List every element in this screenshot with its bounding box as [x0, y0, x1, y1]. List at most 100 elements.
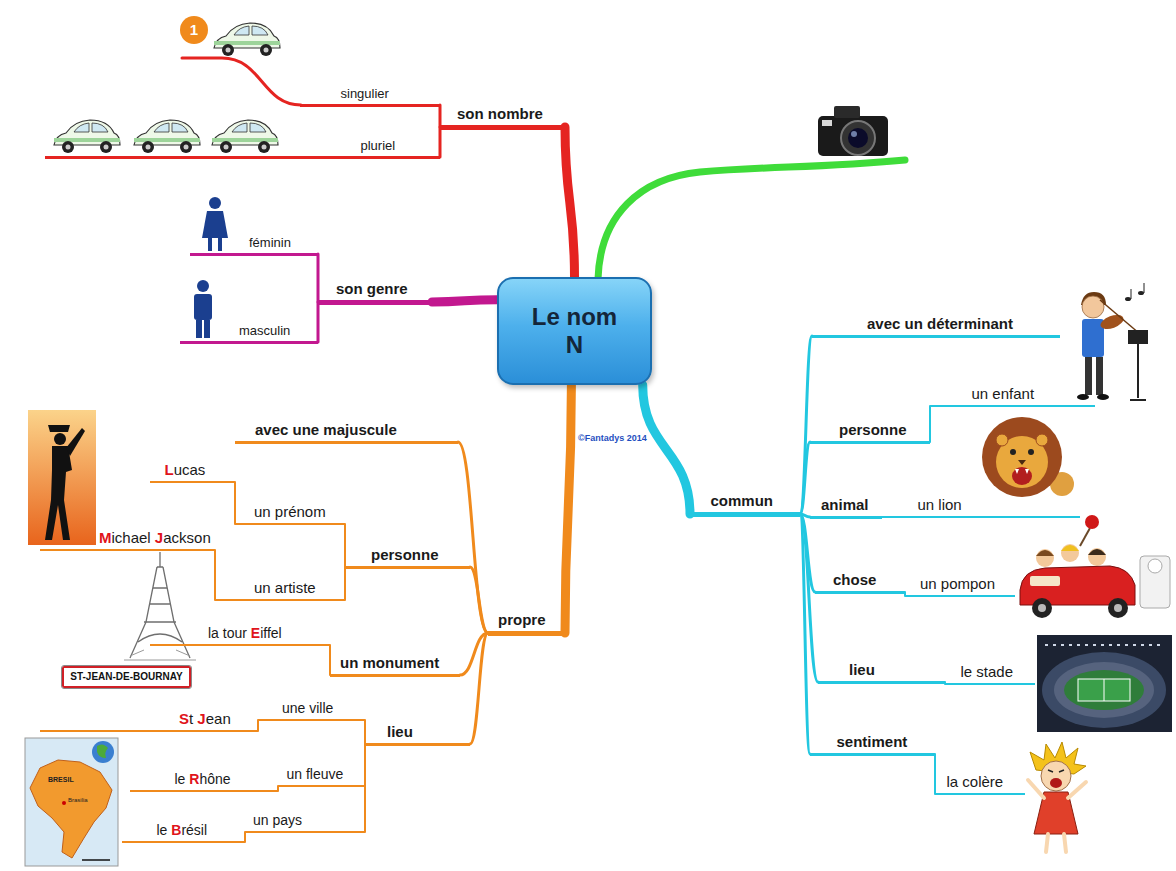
capital-letter: R	[189, 771, 199, 787]
pompon-car-icon	[1038, 604, 1046, 612]
singular-branch-tail	[182, 58, 301, 105]
node-text: le Rhône	[175, 771, 231, 787]
artist-poster	[54, 433, 66, 445]
violinist-icon	[1125, 297, 1131, 301]
node-text: masculin	[239, 324, 290, 339]
male-icon	[194, 294, 212, 320]
node-text: singulier	[341, 87, 389, 102]
camera-icon	[848, 128, 868, 148]
node-text: la tour Eiffel	[208, 625, 282, 641]
eiffel-tower-sketch	[124, 552, 196, 660]
pompon-car-icon	[1030, 576, 1060, 586]
branch-label: pluriel	[45, 139, 440, 159]
artist-poster	[45, 446, 72, 540]
violinist-icon	[1100, 300, 1140, 334]
lion-icon	[1028, 449, 1034, 455]
pompon-car-icon	[1108, 598, 1128, 618]
violinist-icon	[1138, 291, 1144, 295]
pompon-car-icon	[1032, 598, 1052, 618]
node-text: le stade	[961, 663, 1014, 680]
example-label: le Brésil	[122, 822, 245, 843]
angry-child-icon	[1046, 834, 1066, 852]
angry-child-icon	[1041, 761, 1071, 791]
capital-letter: J	[197, 710, 205, 727]
male-icon	[194, 280, 212, 338]
node-text: un lion	[918, 496, 962, 513]
violinist-icon	[1097, 394, 1109, 400]
node-text: son genre	[336, 280, 408, 297]
lion-icon	[1015, 469, 1029, 474]
stadium-photo	[1037, 635, 1172, 732]
node-text: chose	[833, 571, 876, 588]
branch-line	[364, 744, 366, 832]
branch-line	[470, 633, 488, 744]
angry-child-icon	[1048, 770, 1064, 772]
female-icon	[209, 197, 221, 209]
camera-branch	[598, 160, 905, 279]
main-branch-label: son nombre	[440, 105, 565, 130]
branch-line	[439, 105, 442, 127]
example-label: Michael Jackson	[40, 529, 215, 551]
brazil-map	[82, 859, 110, 861]
branch-label: animal	[810, 496, 882, 519]
branch-label: singulier	[300, 87, 440, 107]
branch-line	[317, 302, 320, 342]
artist-poster	[28, 410, 96, 545]
main-branch-label: propre	[488, 611, 565, 636]
pompon-car-icon	[1020, 515, 1170, 618]
camera-icon	[834, 106, 860, 118]
branch-label: lieu	[365, 723, 470, 746]
male-icon	[197, 280, 209, 292]
lion-icon	[982, 417, 1062, 497]
lion-icon	[996, 434, 1008, 446]
stadium-photo	[1064, 670, 1144, 710]
branch-line	[317, 254, 320, 302]
car-icon	[214, 23, 280, 56]
pompon-car-icon	[1088, 548, 1106, 566]
capital-letter: B	[171, 822, 181, 838]
node-text: sentiment	[837, 733, 908, 750]
text-run: le	[175, 771, 190, 787]
text-run: t	[189, 710, 197, 727]
node-text: lieu	[387, 723, 413, 740]
lion-icon	[1012, 467, 1032, 485]
main-branch-label: son genre	[318, 280, 432, 305]
branch-label: avec une majuscule	[235, 421, 458, 444]
main-branch-label: commun	[690, 492, 800, 517]
pompon-car-icon	[1148, 559, 1162, 573]
text-run: hône	[199, 771, 230, 787]
car-icon	[214, 23, 280, 56]
example-label: un pompon	[905, 575, 1015, 597]
lion-icon	[1010, 449, 1016, 455]
pompon-car-icon	[1061, 544, 1079, 562]
node-text: un pays	[253, 812, 302, 828]
text-run: iffel	[260, 625, 282, 641]
branch-line	[800, 336, 812, 514]
capital-letter: E	[251, 625, 260, 641]
node-text: son nombre	[457, 105, 543, 122]
branch-line	[257, 720, 259, 731]
female-icon	[202, 197, 228, 251]
capital-letter: L	[165, 461, 174, 478]
node-text: propre	[498, 611, 546, 628]
artist-poster	[28, 410, 96, 545]
node-text: commun	[711, 492, 774, 509]
stadium-photo	[1045, 644, 1163, 646]
artist-poster	[48, 425, 70, 432]
pompon-car-icon	[1085, 515, 1099, 529]
node-text: animal	[821, 496, 869, 513]
node-text: féminin	[249, 236, 291, 251]
node-text: la colère	[947, 773, 1004, 790]
lion-icon	[1036, 434, 1048, 446]
violinist-icon	[1096, 357, 1103, 395]
map-country-name: BRESIL	[48, 776, 74, 784]
stadium-photo	[1054, 662, 1154, 718]
node-text: un monument	[340, 654, 439, 671]
text-run: résil	[181, 822, 207, 838]
branch-line	[800, 514, 810, 754]
text-run: ucas	[174, 461, 206, 478]
female-icon	[218, 238, 222, 251]
number-badge: 1	[180, 16, 208, 44]
branch-label: un fleuve	[278, 766, 365, 787]
